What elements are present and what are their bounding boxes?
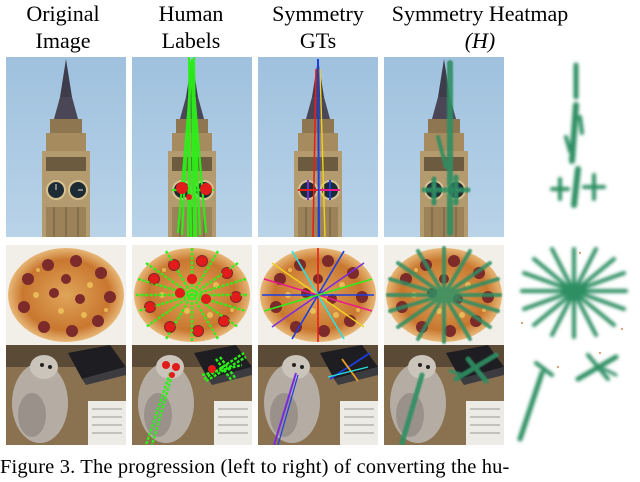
row2-human-labels — [132, 245, 252, 345]
clock-tower-heatmap-overlay — [384, 57, 504, 237]
figure-caption: Figure 3. The progression (left to right… — [0, 456, 510, 478]
row2-original-image — [6, 245, 126, 345]
row3-symmetry-gts — [258, 345, 378, 445]
clock-tower-heatmap — [550, 62, 606, 208]
pizza-heatmap — [520, 247, 628, 339]
pizza-heatmap-overlay — [384, 245, 504, 345]
header-gts-line1: Symmetry — [272, 1, 364, 26]
header-original-line1: Original — [26, 1, 100, 26]
header-heatmap-line1: Symmetry Heatmap — [391, 1, 569, 26]
row2-symmetry-gts — [258, 245, 378, 345]
clock-tower-symmetry-gts — [258, 57, 378, 237]
row1-human-labels — [132, 57, 252, 237]
row1-symmetry-gts — [258, 57, 378, 237]
header-symmetry-gts: Symmetry GTs — [255, 0, 381, 54]
row3-original-image — [6, 345, 126, 445]
clock-tower-human-labels — [132, 57, 252, 237]
header-gts-line2: GTs — [299, 28, 337, 53]
pizza-symmetry-gts — [258, 245, 378, 345]
dog-laptop-human-labels — [132, 345, 252, 445]
row2-heatmap-overlay — [384, 245, 504, 345]
row3-heatmap-overlay — [384, 345, 504, 445]
pizza-human-labels — [132, 245, 252, 345]
dog-laptop-symmetry-gts — [258, 345, 378, 445]
dog-laptop-photo — [6, 345, 126, 445]
row1-original-image — [6, 57, 126, 237]
header-human-line1: Human — [158, 1, 224, 26]
header-human-line2: Labels — [161, 28, 221, 53]
clock-tower-photo — [6, 57, 126, 237]
row3-human-labels — [132, 345, 252, 445]
row3-heatmap — [512, 345, 637, 445]
row1-heatmap-overlay — [384, 57, 504, 237]
header-heatmap-line2: (H) — [464, 28, 496, 53]
row1-heatmap — [512, 57, 637, 237]
dog-laptop-heatmap — [517, 351, 619, 442]
dog-laptop-heatmap-overlay — [384, 345, 504, 445]
header-symmetry-heatmap: Symmetry Heatmap (H) — [384, 0, 576, 54]
header-human-labels: Human Labels — [128, 0, 254, 54]
header-original-image: Original Image — [0, 0, 126, 54]
header-original-line2: Image — [35, 28, 91, 53]
pizza-photo — [6, 245, 126, 345]
row2-heatmap — [512, 245, 637, 345]
